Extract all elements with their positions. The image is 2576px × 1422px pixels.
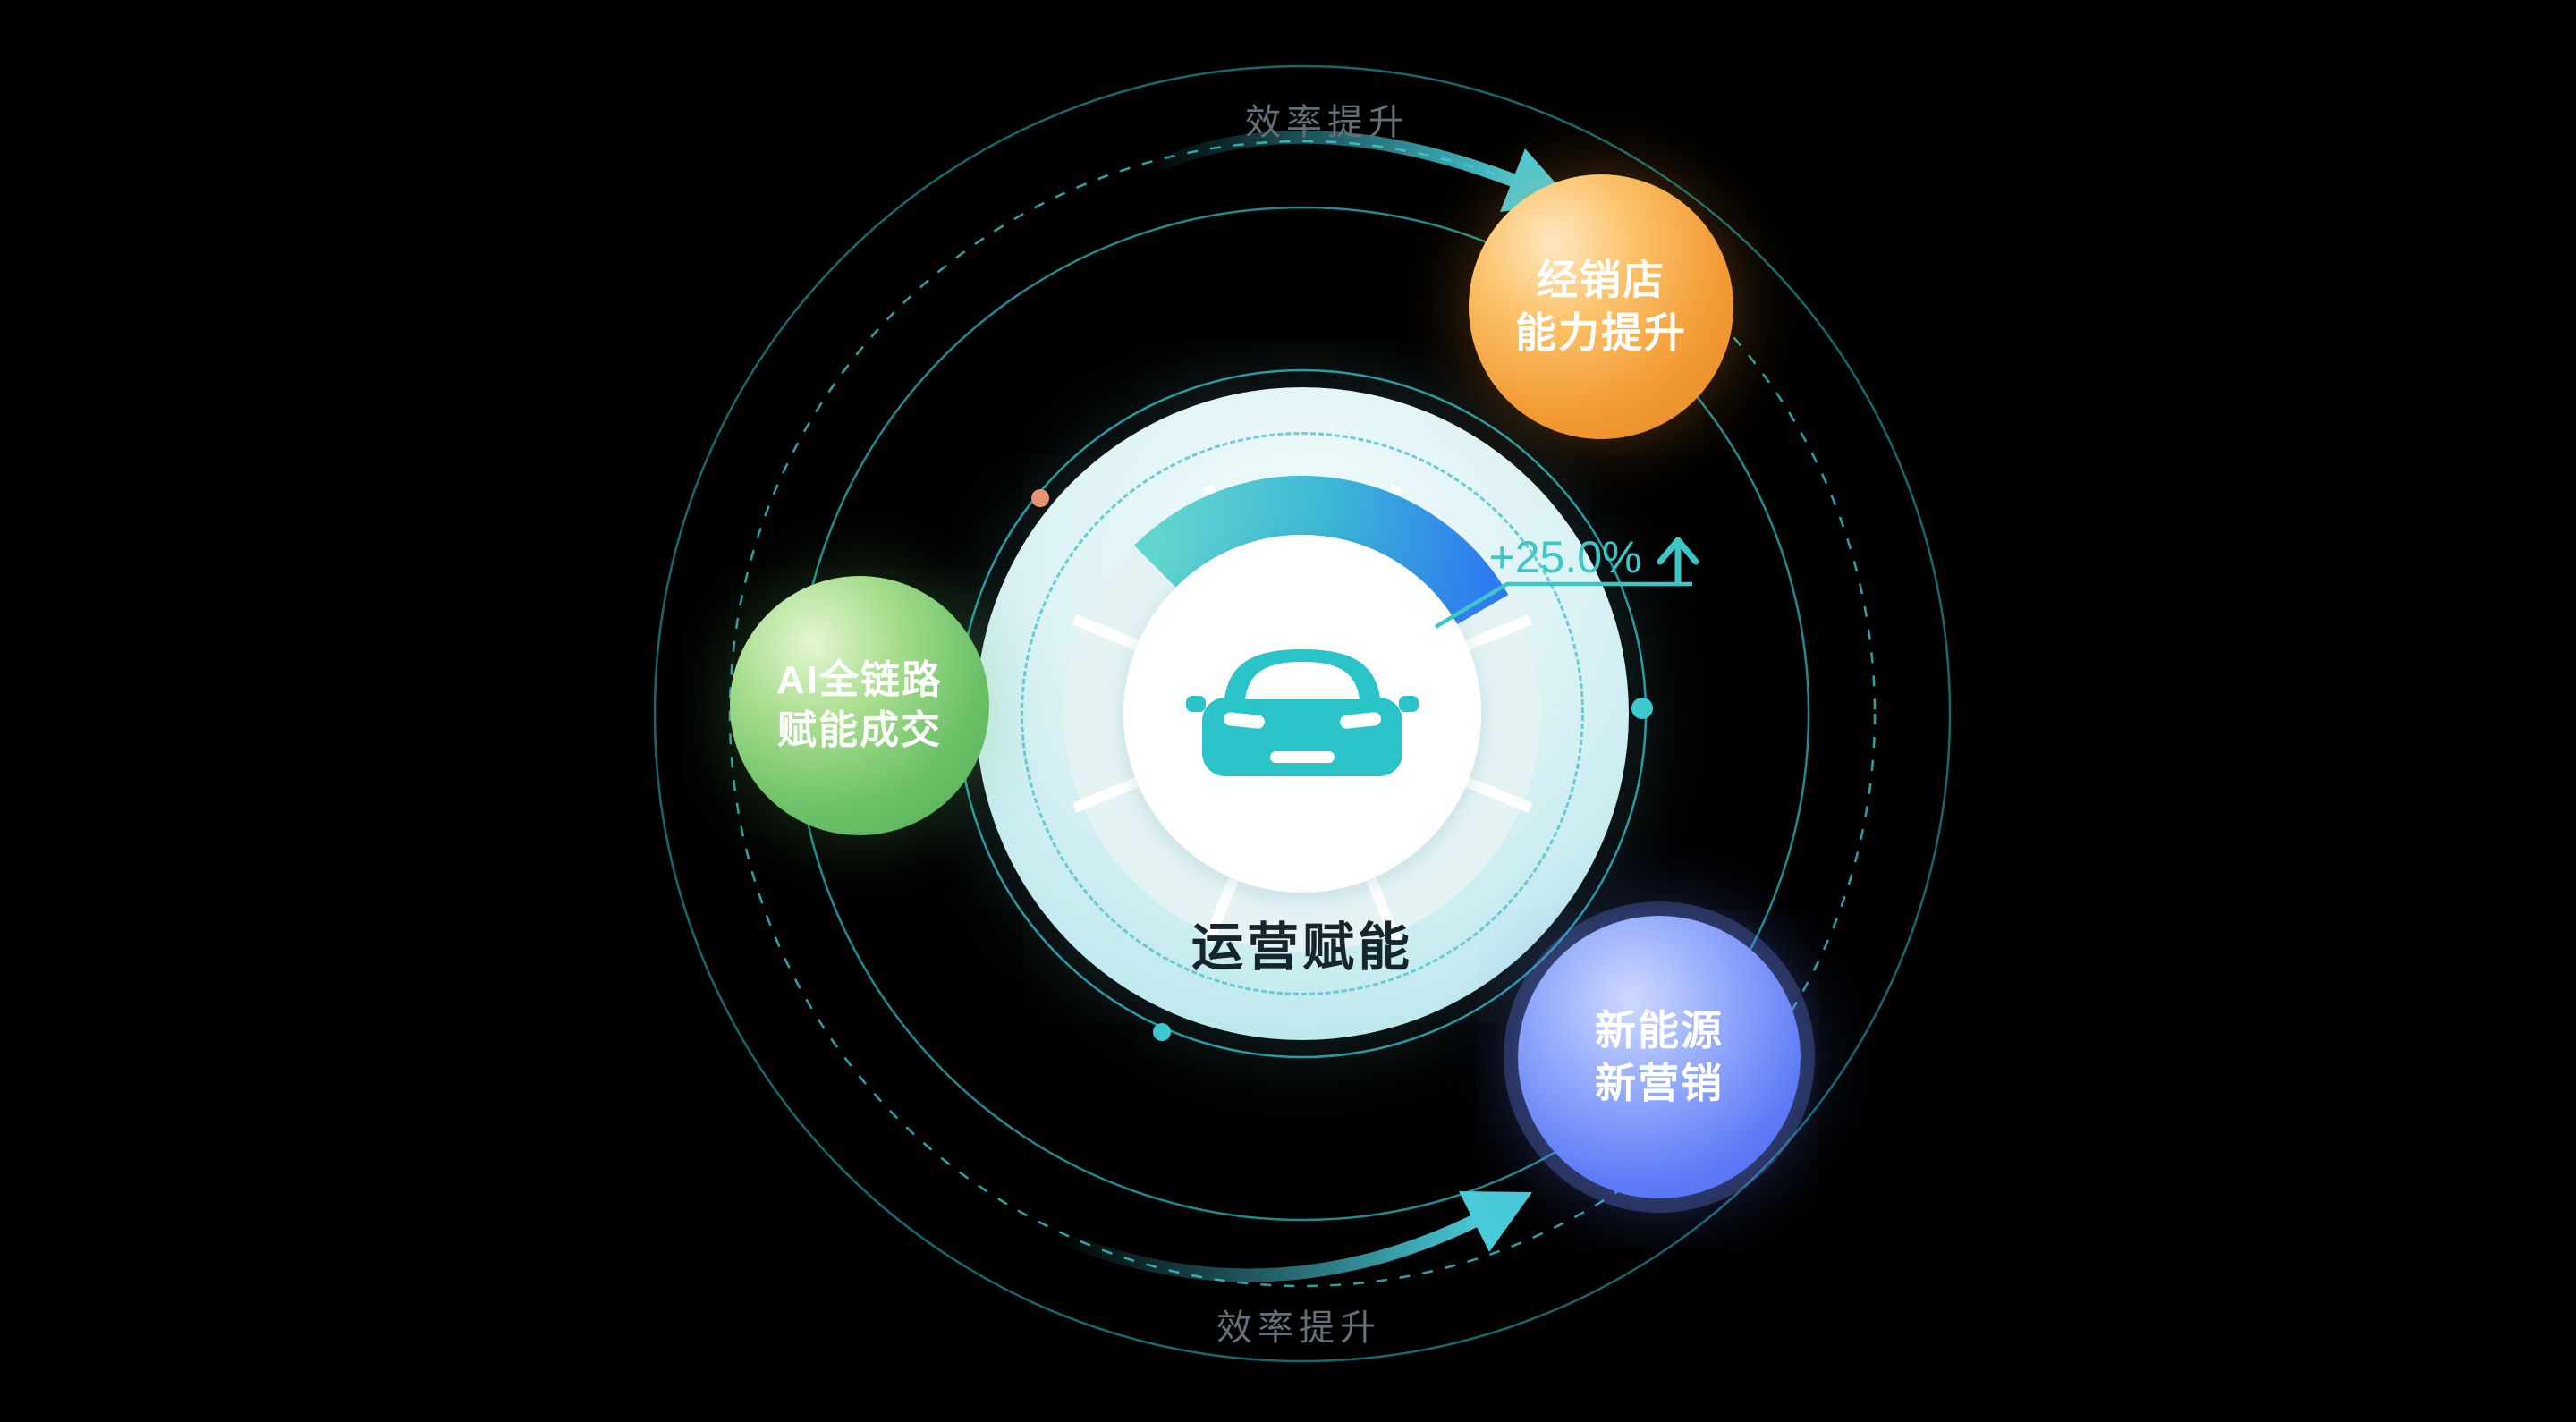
metric-label: +25.0%	[1488, 532, 1642, 582]
bubble-dealer-capability: 经销店 能力提升	[1469, 174, 1733, 439]
bubble-ai-full-chain: AI全链路 赋能成交	[730, 576, 989, 835]
orbit-dot-orange	[1031, 489, 1049, 507]
bubble-ai-line2: 赋能成交	[777, 708, 942, 752]
flow-arrow-top-icon	[1157, 130, 1573, 212]
orbit-dot-teal-bottom	[1153, 1023, 1171, 1041]
orbit-dot-teal-right	[1631, 698, 1653, 719]
bubble-nev-line1: 新能源	[1595, 1007, 1724, 1054]
flow-label-bottom: 效率提升	[1216, 1308, 1381, 1348]
up-arrow-icon	[1657, 537, 1699, 587]
flow-arrow-bottom-icon	[1068, 1191, 1532, 1282]
hub-dashed-ring	[1021, 432, 1584, 995]
bubble-ai-line1: AI全链路	[776, 657, 943, 702]
hub-gauge	[1052, 463, 1553, 964]
bubble-dealer-line2: 能力提升	[1515, 309, 1687, 356]
bubble-nev-marketing: 新能源 新营销	[1518, 916, 1801, 1198]
bubble-dealer-line1: 经销店	[1537, 257, 1665, 304]
gauge-svg	[1064, 476, 1540, 952]
car-front-icon	[1186, 649, 1419, 776]
hub-label: 运营赋能	[1191, 918, 1414, 977]
flow-label-top: 效率提升	[1245, 103, 1410, 142]
gauge-highlight-arc	[1133, 476, 1509, 625]
bubble-nev-line2: 新营销	[1595, 1060, 1724, 1106]
